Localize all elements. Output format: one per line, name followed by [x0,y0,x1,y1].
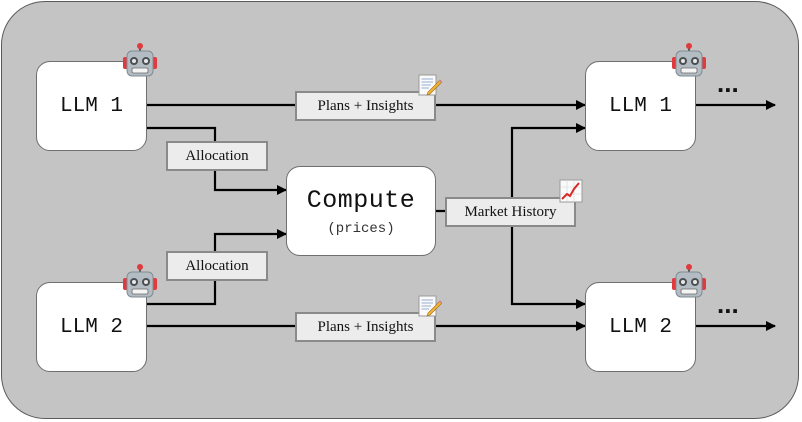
memo-pencil-icon [418,295,442,317]
llm1-left-label: LLM 1 [59,94,123,118]
llm1-right-node: LLM 1 [585,61,696,151]
compute-subtitle: (prices) [327,220,395,237]
memo-pencil-icon [418,74,442,96]
llm1-left-node: LLM 1 [36,61,147,151]
llm2-right-node: LLM 2 [585,282,696,372]
plans-insights-label-top: Plans + Insights [295,91,436,121]
plans-insights-text-bottom: Plans + Insights [317,318,414,335]
allocation-label-top: Allocation [166,141,268,171]
llm2-left-node: LLM 2 [36,282,147,372]
continuation-ellipsis-bottom: ... [717,289,739,319]
llm2-left-label: LLM 2 [59,315,123,339]
arrow-history-llm2 [510,211,586,309]
plans-insights-text-top: Plans + Insights [317,97,414,114]
allocation-label-bottom: Allocation [166,251,268,281]
llm2-right-label: LLM 2 [608,315,672,339]
arrow-history-llm1 [510,123,586,211]
llm1-right-label: LLM 1 [608,94,672,118]
compute-title: Compute [306,185,416,215]
market-history-text: Market History [464,203,557,220]
allocation-text-top: Allocation [185,147,249,164]
plans-insights-label-bottom: Plans + Insights [295,312,436,342]
robot-icon [672,264,706,298]
market-history-label: Market History [445,197,576,227]
compute-node: Compute (prices) [286,166,436,256]
allocation-text-bottom: Allocation [185,257,249,274]
chart-increasing-icon [559,179,583,203]
continuation-ellipsis-top: ... [717,68,739,98]
robot-icon [672,43,706,77]
robot-icon [123,43,157,77]
robot-icon [123,264,157,298]
